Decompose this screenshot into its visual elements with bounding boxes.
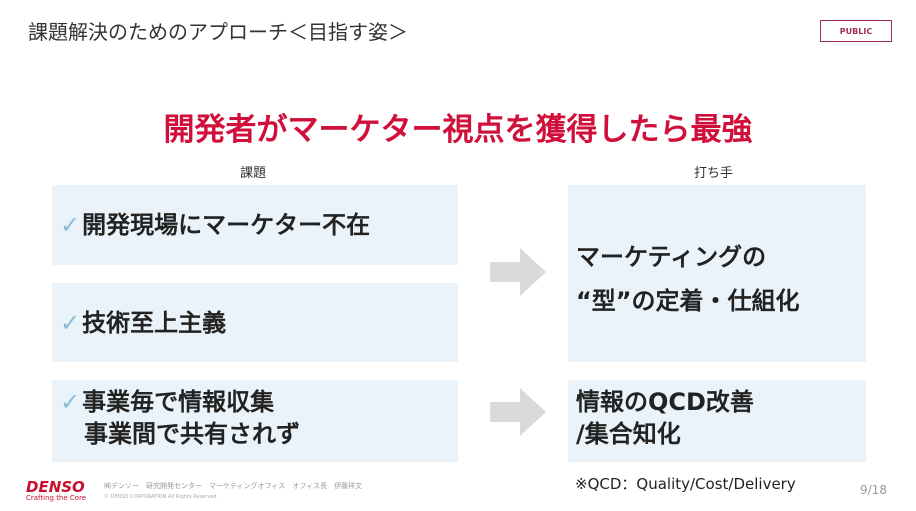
headline: 開発者がマーケター視点を獲得したら最強: [163, 112, 753, 148]
issue-box-3: ✓事業毎で情報収集 事業間で共有されず: [52, 380, 458, 462]
issue-box-1: ✓開発現場にマーケター不在: [52, 185, 458, 265]
issue-text: 事業間で共有されず: [84, 420, 300, 448]
check-icon: ✓: [60, 211, 81, 239]
public-badge: PUBLIC: [820, 20, 892, 42]
page-number: 9/18: [860, 483, 887, 497]
footer-copyright: © DENSO CORPORATION All Rights Reserved.: [104, 494, 218, 500]
arrow-right-icon: [490, 388, 546, 436]
issues-label: 課題: [240, 166, 267, 181]
solution-text: /集合知化: [576, 420, 681, 448]
check-icon: ✓: [60, 388, 81, 416]
qcd-note: ※QCD：Quality/Cost/Delivery: [575, 475, 796, 493]
issue-text: 開発現場にマーケター不在: [82, 211, 371, 239]
issue-text: 事業毎で情報収集: [82, 388, 275, 416]
solution-box-1: マーケティングの “型”の定着・仕組化: [568, 185, 866, 362]
footer-org: ㈱デンソー 研究開発センター マーケティングオフィス オフィス長 伊藤祥文: [104, 482, 363, 490]
issue-text: 技術至上主義: [82, 308, 227, 337]
solution-text: マーケティングの: [576, 243, 767, 271]
check-icon: ✓: [60, 308, 81, 337]
solution-box-2: 情報のQCD改善 /集合知化: [568, 380, 866, 462]
denso-logo: DENSO: [26, 478, 85, 496]
solutions-label: 打ち手: [694, 166, 734, 181]
solution-text: “型”の定着・仕組化: [576, 287, 800, 315]
solution-text: 情報のQCD改善: [576, 388, 754, 416]
issue-box-2: ✓技術至上主義: [52, 283, 458, 362]
slide-title: 課題解決のためのアプローチ＜目指す姿＞: [28, 20, 408, 44]
arrow-right-icon: [490, 248, 546, 296]
logo-tagline: Crafting the Core: [26, 494, 87, 502]
